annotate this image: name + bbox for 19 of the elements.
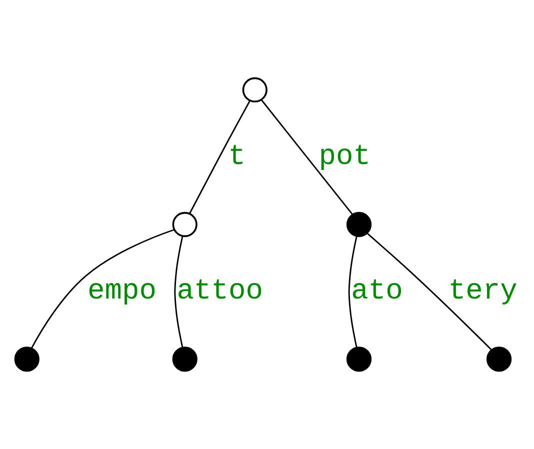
edge-label: tery (448, 274, 518, 308)
connector (174, 236, 184, 348)
node-circle (346, 212, 372, 238)
connector (348, 236, 358, 348)
node-circle (486, 346, 512, 372)
node-circle (242, 77, 268, 102)
node-circle (346, 346, 372, 372)
edge-label: empo (88, 274, 156, 308)
node-circle (172, 346, 198, 372)
edge-label: attoo (176, 274, 263, 308)
node-circle (14, 346, 40, 372)
edge-label: t (228, 140, 246, 173)
edge-label: ato (351, 274, 403, 308)
connector (30, 229, 174, 348)
edge-label: pot (318, 140, 370, 173)
connector (366, 232, 492, 350)
connector (261, 100, 354, 216)
connector (188, 100, 250, 214)
node-circle (172, 212, 198, 238)
